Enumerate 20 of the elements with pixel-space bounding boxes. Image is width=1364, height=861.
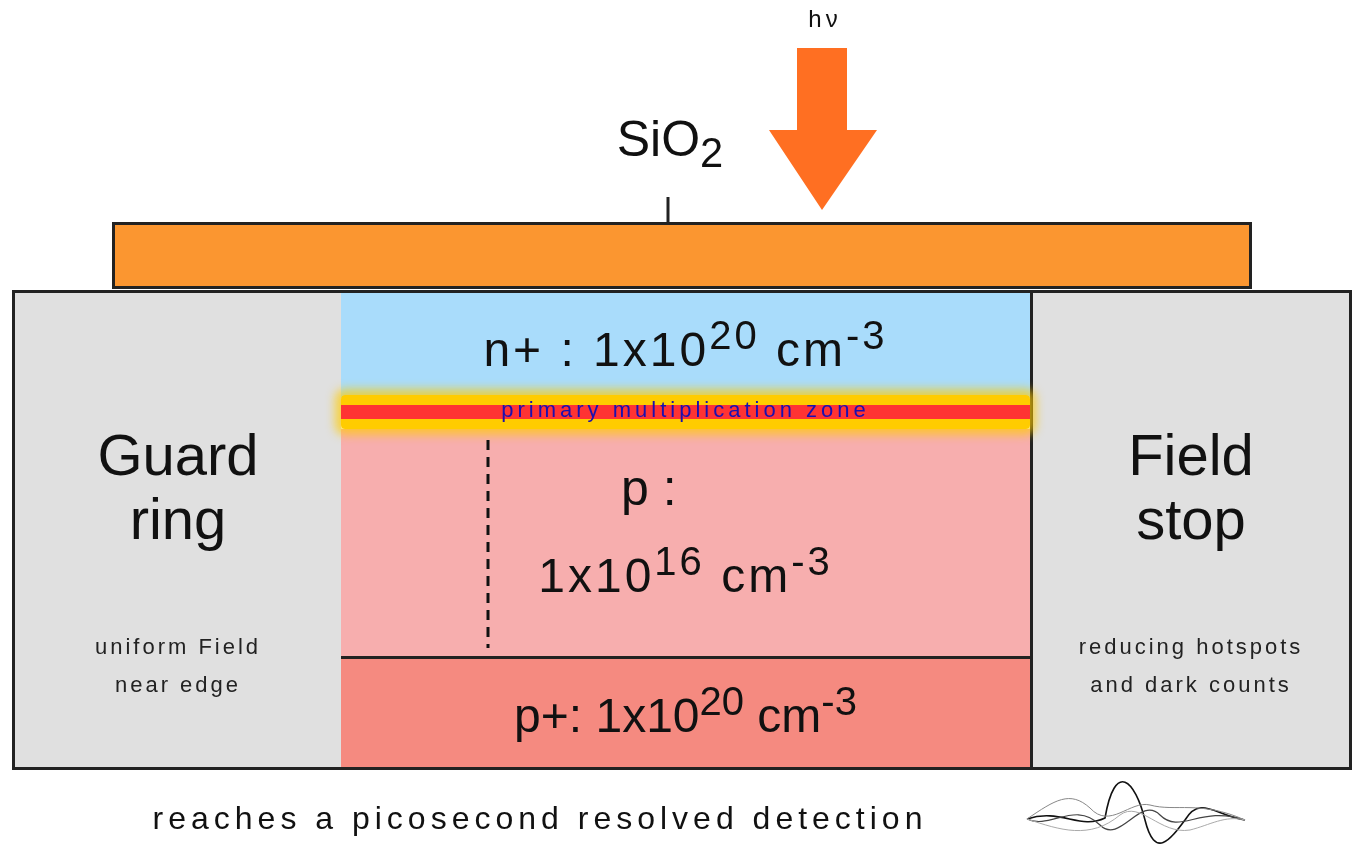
doping-label: p+: 1x10$^{20}$ cm$^{-3}$ bbox=[513, 679, 858, 743]
p-plus-region bbox=[341, 656, 1030, 770]
doping-label: p : bbox=[620, 459, 678, 517]
doping-label: n+ : 1x10$^{20}$ cm$^{-3}$ bbox=[482, 313, 889, 377]
leader-line bbox=[666, 197, 670, 222]
doping-label: 1x10$^{16}$ cm$^{-3}$ bbox=[537, 539, 834, 603]
p-region bbox=[341, 429, 1030, 656]
material-label: SiO$_{2}$ bbox=[615, 110, 725, 177]
caption-text: reaches a picosecond resolved detection bbox=[151, 800, 929, 837]
guard-ring-region bbox=[12, 290, 341, 770]
region-heading: Guard ring bbox=[96, 423, 260, 551]
oxide-layer bbox=[112, 222, 1252, 289]
region-note: uniform Field near edge bbox=[93, 633, 263, 699]
n-plus-region bbox=[341, 290, 1030, 398]
region-note: reducing hotspots and dark counts bbox=[1077, 633, 1305, 699]
multiplication-zone-band bbox=[341, 395, 1030, 429]
zone-label: primary multiplication zone bbox=[500, 396, 871, 424]
field-stop-region bbox=[1030, 290, 1352, 770]
region-heading: Field stop bbox=[1127, 423, 1255, 551]
photon-label: hν bbox=[807, 5, 843, 33]
